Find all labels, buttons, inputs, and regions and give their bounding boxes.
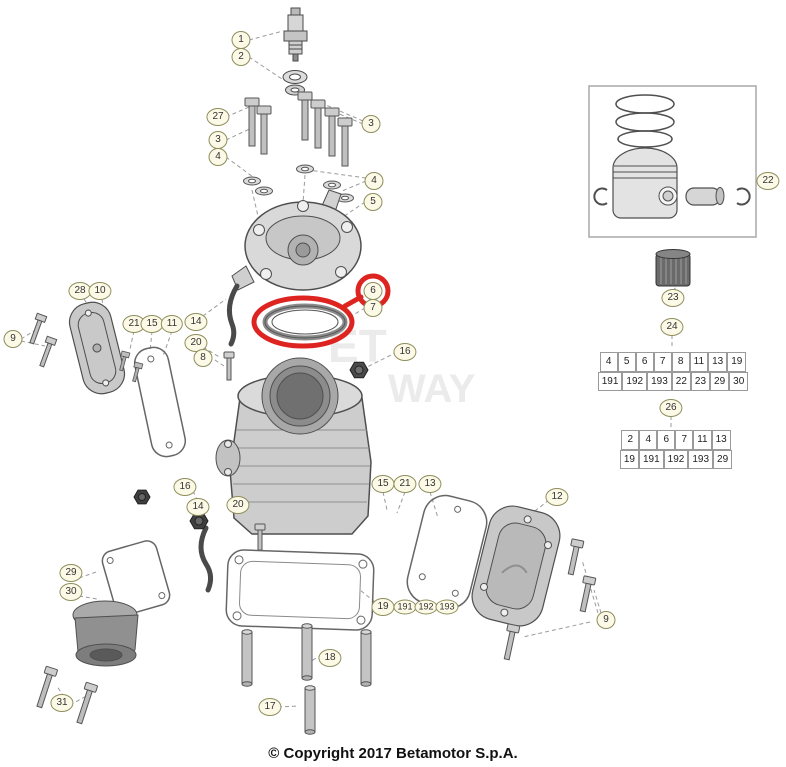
- base-gasket: [225, 549, 375, 631]
- table-row: 191 192 193 22 23 29 30: [592, 371, 754, 391]
- svg-text:WAY: WAY: [388, 367, 476, 411]
- callout-23[interactable]: 23: [661, 289, 685, 307]
- vent-pipe-lower: [198, 525, 214, 593]
- part-ref[interactable]: 5: [617, 352, 636, 372]
- part-ref[interactable]: 4: [639, 430, 658, 450]
- callout-27[interactable]: 27: [206, 108, 230, 126]
- part-ref[interactable]: 30: [729, 371, 749, 391]
- callout-19[interactable]: 19: [371, 598, 395, 616]
- intake-manifold: [72, 540, 171, 667]
- callout-24[interactable]: 24: [660, 318, 684, 336]
- reed-cover-left: [68, 301, 126, 395]
- table-row: 2 4 6 7 11 13: [608, 430, 744, 450]
- head-gasket: [262, 303, 348, 341]
- callout-193[interactable]: 193: [435, 599, 459, 615]
- callout-1[interactable]: 1: [231, 31, 251, 49]
- part-ref[interactable]: 19: [727, 352, 747, 372]
- part-ref[interactable]: 29: [713, 449, 733, 469]
- vent-pipe-upper: [226, 283, 240, 347]
- callout-191[interactable]: 191: [393, 599, 417, 615]
- callout-8[interactable]: 8: [193, 349, 213, 367]
- part-ref[interactable]: 19: [619, 449, 639, 469]
- callout-26[interactable]: 26: [659, 399, 683, 417]
- highlight-marker: [251, 273, 391, 349]
- bolts-bottom-left: [36, 665, 98, 725]
- part-ref[interactable]: 13: [708, 352, 728, 372]
- callout-14-a[interactable]: 14: [184, 313, 208, 331]
- callout-13[interactable]: 13: [418, 475, 442, 493]
- part-ref[interactable]: 193: [647, 371, 672, 391]
- part-ref[interactable]: 6: [657, 430, 676, 450]
- callout-20-b[interactable]: 20: [226, 496, 250, 514]
- part-ref[interactable]: 23: [690, 371, 711, 391]
- needle-bearing: [655, 249, 691, 287]
- callout-9-b[interactable]: 9: [596, 611, 616, 629]
- part-ref[interactable]: 8: [671, 352, 690, 372]
- callout-4-a[interactable]: 4: [208, 148, 228, 166]
- part-ref[interactable]: 2: [621, 430, 640, 450]
- callout-18[interactable]: 18: [318, 649, 342, 667]
- part-ref[interactable]: 11: [689, 352, 709, 372]
- part-ref[interactable]: 7: [653, 352, 672, 372]
- callout-3-a[interactable]: 3: [361, 115, 381, 133]
- callout-3-b[interactable]: 3: [208, 131, 228, 149]
- callout-21-b[interactable]: 21: [393, 475, 417, 493]
- table-row: 19 191 192 193 29: [608, 449, 744, 469]
- part-ref[interactable]: 13: [711, 430, 731, 450]
- small-bolt-8: [223, 351, 235, 381]
- copyright-text: © Copyright 2017 Betamotor S.p.A.: [268, 745, 518, 762]
- part-ref[interactable]: 191: [638, 449, 664, 469]
- cylinder: [215, 357, 372, 535]
- spark-plug: [282, 7, 308, 96]
- leader-lines: [20, 30, 677, 708]
- callout-16-a[interactable]: 16: [393, 343, 417, 361]
- gasket-left: [133, 346, 187, 458]
- callout-30[interactable]: 30: [59, 583, 83, 601]
- callout-22[interactable]: 22: [756, 172, 780, 190]
- part-ref[interactable]: 192: [622, 371, 648, 391]
- callout-21-a[interactable]: 21: [122, 315, 146, 333]
- parts-group-table-24: 4 5 6 7 8 11 13 19 191 192 193 22 23 29 …: [592, 352, 754, 391]
- studs: [241, 623, 372, 735]
- callout-15-b[interactable]: 15: [371, 475, 395, 493]
- callout-14-b[interactable]: 14: [186, 498, 210, 516]
- callout-192[interactable]: 192: [414, 599, 438, 615]
- nut-left: [133, 489, 151, 505]
- cylinder-head: [231, 189, 362, 291]
- bolts-left: [29, 312, 58, 368]
- callout-10[interactable]: 10: [88, 282, 112, 300]
- callout-7[interactable]: 7: [363, 299, 383, 317]
- callout-4-b[interactable]: 4: [364, 172, 384, 190]
- part-ref[interactable]: 4: [599, 352, 618, 372]
- parts-group-table-26: 2 4 6 7 11 13 19 191 192 193 29: [608, 430, 744, 469]
- table-row: 4 5 6 7 8 11 13 19: [592, 352, 754, 372]
- nut-16-upper: [349, 361, 369, 379]
- callout-5[interactable]: 5: [363, 193, 383, 211]
- callout-17[interactable]: 17: [258, 698, 282, 716]
- watermark: ET WAY: [328, 320, 476, 411]
- part-ref[interactable]: 11: [693, 430, 712, 450]
- callout-2[interactable]: 2: [231, 48, 251, 66]
- part-ref[interactable]: 191: [597, 371, 623, 391]
- reed-cover-right: [471, 505, 561, 627]
- small-bolt-20: [254, 523, 266, 551]
- callout-9-a[interactable]: 9: [3, 330, 23, 348]
- head-bolts: [243, 91, 354, 203]
- bolts-right: [503, 538, 597, 661]
- part-ref[interactable]: 193: [688, 449, 714, 469]
- callout-12[interactable]: 12: [545, 488, 569, 506]
- part-ref[interactable]: 22: [671, 371, 691, 391]
- part-ref[interactable]: 192: [663, 449, 689, 469]
- callout-29[interactable]: 29: [59, 564, 83, 582]
- screws-left: [119, 350, 144, 383]
- part-ref[interactable]: 29: [710, 371, 730, 391]
- callout-16-b[interactable]: 16: [173, 478, 197, 496]
- part-ref[interactable]: 7: [675, 430, 694, 450]
- callout-11[interactable]: 11: [160, 315, 184, 333]
- part-ref[interactable]: 6: [635, 352, 654, 372]
- callout-6-highlighted[interactable]: 6: [363, 282, 383, 300]
- callout-31[interactable]: 31: [50, 694, 74, 712]
- piston-kit: [588, 85, 757, 238]
